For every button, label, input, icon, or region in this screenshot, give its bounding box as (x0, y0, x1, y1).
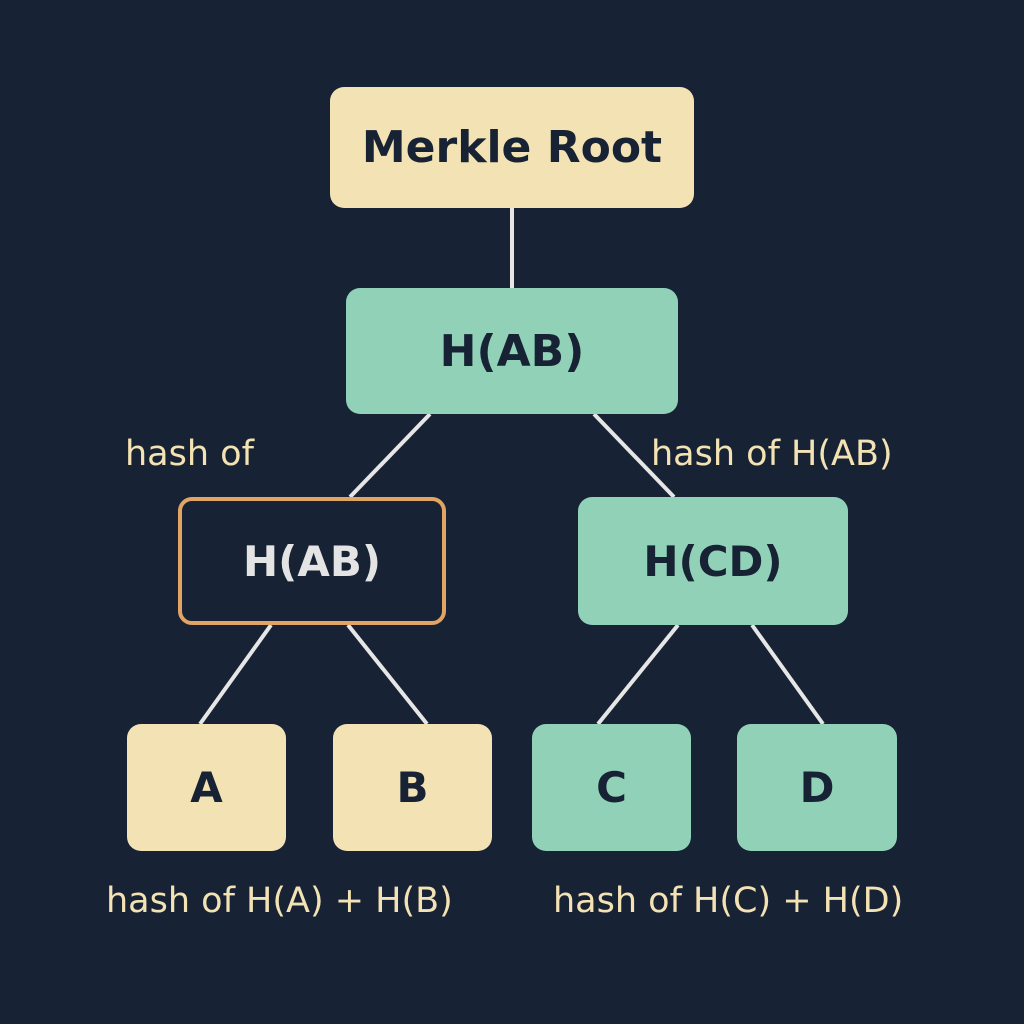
edge-left-hash-to-leaf-b (346, 623, 429, 726)
edge-right-hash-to-leaf-c (596, 623, 680, 726)
annotation-left-upper: hash of (125, 434, 254, 474)
annotation-right-lower: hash of H(C) + H(D) (553, 881, 904, 921)
leaf-b-node: B (333, 724, 492, 851)
leaf-d-node: D (737, 724, 897, 851)
edge-right-hash-to-leaf-d (750, 623, 825, 726)
top-hash-node: H(AB) (346, 288, 678, 414)
edge-left-hash-to-leaf-a (198, 623, 273, 726)
edge-top-hash-to-left-hash (348, 412, 432, 499)
leaf-a-node: A (127, 724, 286, 851)
leaf-c-node: C (532, 724, 691, 851)
annotation-right-upper: hash of H(AB) (651, 434, 893, 474)
merkle-root-node: Merkle Root (330, 87, 694, 208)
annotation-left-lower: hash of H(A) + H(B) (106, 881, 453, 921)
left-hash-node: H(AB) (178, 497, 446, 625)
edge-top-hash-to-right-hash (592, 412, 676, 499)
right-hash-node: H(CD) (578, 497, 848, 625)
